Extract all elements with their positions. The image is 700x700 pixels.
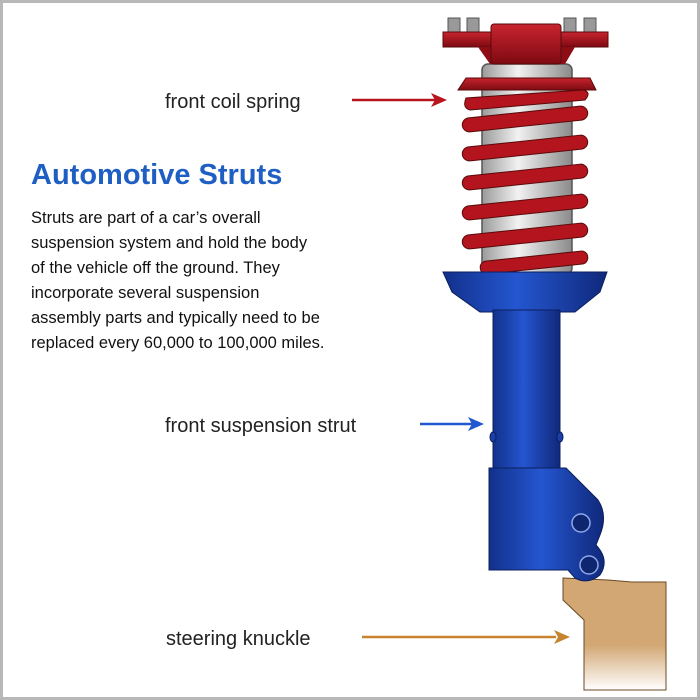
description-line: of the vehicle off the ground. They: [31, 259, 280, 277]
top-mount: [442, 17, 609, 91]
knuckle-arrow: [362, 630, 570, 644]
coil-spring: [461, 89, 589, 275]
description-line: incorporate several suspension: [31, 284, 260, 302]
description: Struts are part of a car’s overall suspe…: [31, 206, 431, 356]
strut-body: [442, 271, 608, 582]
steering-knuckle: [562, 577, 667, 691]
description-line: replaced every 60,000 to 100,000 miles.: [31, 334, 325, 352]
knuckle-label: steering knuckle: [166, 628, 311, 650]
coil-spring-label: front coil spring: [165, 91, 301, 113]
strut-arrow: [420, 417, 484, 431]
page-title: Automotive Struts: [31, 159, 283, 191]
strut-label: front suspension strut: [165, 415, 357, 437]
description-line: Struts are part of a car’s overall: [31, 209, 261, 227]
description-line: assembly parts and typically need to be: [31, 309, 320, 327]
spring-arrow: [352, 93, 447, 107]
strut-illustration: [352, 17, 667, 691]
description-line: suspension system and hold the body: [31, 234, 308, 252]
